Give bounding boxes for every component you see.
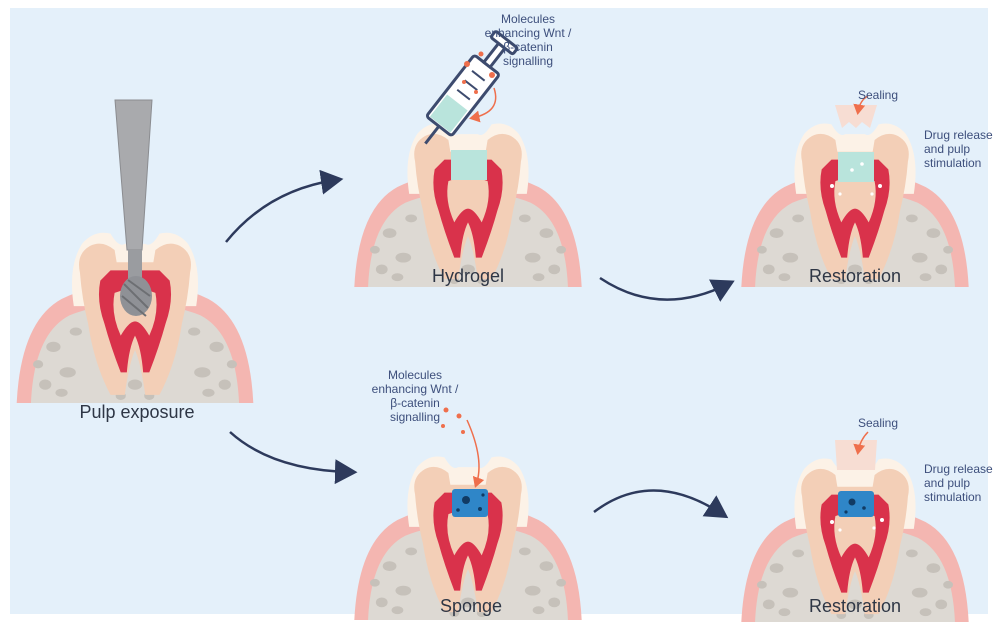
note-molecules-top: Molecules enhancing Wnt / β-catenin sign…: [473, 12, 583, 68]
arrow-to-restoration-top: [600, 278, 728, 300]
note-drug-release-top: Drug release and pulp stimulation: [924, 128, 993, 170]
note-drug-release-bottom: Drug release and pulp stimulation: [924, 462, 993, 504]
sponge-fill: [452, 489, 488, 517]
note-line: enhancing Wnt /: [473, 26, 583, 40]
note-line: Molecules: [473, 12, 583, 26]
note-line: and pulp: [924, 476, 993, 490]
note-line: β-catenin: [360, 396, 470, 410]
hydrogel-fill: [451, 150, 487, 180]
note-line: signalling: [473, 54, 583, 68]
note-line: β-catenin: [473, 40, 583, 54]
note-molecules-bottom: Molecules enhancing Wnt / β-catenin sign…: [360, 368, 470, 424]
note-line: stimulation: [924, 490, 993, 504]
caption-pulp-exposure: Pulp exposure: [72, 402, 202, 423]
arrow-to-hydrogel: [226, 180, 336, 242]
arrow-to-sponge: [230, 432, 350, 472]
caption-restoration-bottom: Restoration: [800, 596, 910, 617]
caption-restoration-top: Restoration: [800, 266, 910, 287]
note-line: Drug release: [924, 462, 993, 476]
note-line: and pulp: [924, 142, 993, 156]
note-sealing-top: Sealing: [858, 88, 898, 102]
caption-hydrogel: Hydrogel: [418, 266, 518, 287]
note-sealing-bottom: Sealing: [858, 416, 898, 430]
note-line: Molecules: [360, 368, 470, 382]
tooth-hydrogel: [354, 123, 581, 287]
arrow-to-restoration-bottom: [594, 490, 722, 514]
note-line: stimulation: [924, 156, 993, 170]
note-line: Drug release: [924, 128, 993, 142]
note-line: enhancing Wnt /: [360, 382, 470, 396]
sealing-layer-bottom: [835, 440, 877, 470]
note-line: signalling: [360, 410, 470, 424]
caption-sponge: Sponge: [426, 596, 516, 617]
sealing-layer: [835, 105, 877, 128]
